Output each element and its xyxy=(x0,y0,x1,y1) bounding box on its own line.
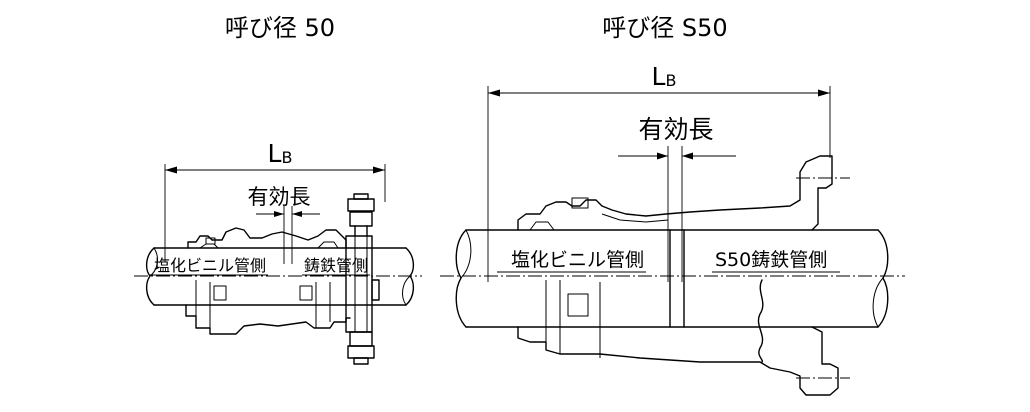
left-effective-length-label: 有効長 xyxy=(248,185,311,209)
left-title: 呼び径 50 xyxy=(225,14,335,42)
left-coupling-body xyxy=(185,227,380,335)
left-bolt xyxy=(345,193,375,365)
right-effective-length-dimension: 有効長 xyxy=(618,115,736,282)
right-lb-dimension: LB xyxy=(487,62,831,282)
left-gasket-lower-1 xyxy=(213,285,227,301)
left-bolt-bottom-head xyxy=(347,345,375,359)
right-gland-inner-line xyxy=(601,213,669,223)
right-gasket-lower xyxy=(567,293,589,317)
right-pipe-break-right-inner xyxy=(872,277,884,328)
left-bolt-top-end xyxy=(353,193,369,200)
left-lb-arrow-right xyxy=(373,166,385,174)
left-pipe-break-right-inner xyxy=(402,275,411,306)
left-bolt-top-nut xyxy=(349,211,373,227)
right-lb-arrow-left xyxy=(488,89,500,97)
left-coupling-upper-outline xyxy=(187,227,347,249)
left-coupling-lower-outline xyxy=(185,304,351,335)
right-lb-main: L xyxy=(652,62,666,91)
right-iron-pipe-socket-break xyxy=(757,279,764,363)
right-title: 呼び径 S50 xyxy=(602,14,727,42)
left-lb-label: LB xyxy=(268,139,293,168)
left-bolt-bottom-end xyxy=(353,357,369,365)
left-lb-arrow-left xyxy=(165,166,177,174)
right-gasket-upper xyxy=(529,221,555,231)
left-bolt-bottom-nut xyxy=(349,331,373,347)
left-body-boss xyxy=(371,279,380,301)
right-lb-label: LB xyxy=(652,62,677,91)
right-eff-arrow-2 xyxy=(682,152,693,160)
left-drawing: 呼び径 50 LB 有効長 xyxy=(134,14,422,365)
left-gasket-upper-2 xyxy=(317,241,339,249)
right-lb-sub: B xyxy=(665,71,676,90)
left-lb-dimension: LB xyxy=(164,139,386,262)
right-effective-length-label: 有効長 xyxy=(638,115,713,144)
right-label-vinyl-side: 塩化ビニル管側 xyxy=(511,249,644,271)
left-pipe-break-left-inner xyxy=(149,247,158,277)
right-lb-arrow-right xyxy=(818,89,830,97)
right-coupling-body xyxy=(517,155,850,396)
left-eff-arrow-2 xyxy=(292,211,302,217)
left-lb-main: L xyxy=(268,139,282,168)
left-pipe-break-left-outer xyxy=(145,247,155,306)
left-label-iron-side: 鋳鉄管側 xyxy=(304,256,368,275)
right-coupling-upper-outline xyxy=(517,155,833,231)
right-pipe-break-left-outer xyxy=(455,229,467,328)
left-eff-arrow-1 xyxy=(274,211,284,217)
right-coupling-lower-outline xyxy=(517,326,839,396)
right-drawing: 呼び径 S50 LB 有効長 xyxy=(440,14,905,396)
left-effective-length-dimension: 有効長 xyxy=(248,185,320,264)
right-pipe xyxy=(440,229,905,328)
right-label-iron-side: S50鋳鉄管側 xyxy=(715,248,827,271)
right-eff-arrow-1 xyxy=(657,152,668,160)
right-pipe-break-left-inner xyxy=(460,229,472,279)
left-lb-sub: B xyxy=(281,148,292,167)
right-small-bolt xyxy=(571,197,589,209)
left-gasket-lower-2 xyxy=(299,285,313,301)
left-small-bolt xyxy=(205,237,216,245)
left-label-vinyl-side: 塩化ビニル管側 xyxy=(154,256,266,275)
left-bolt-top-head xyxy=(347,198,375,212)
